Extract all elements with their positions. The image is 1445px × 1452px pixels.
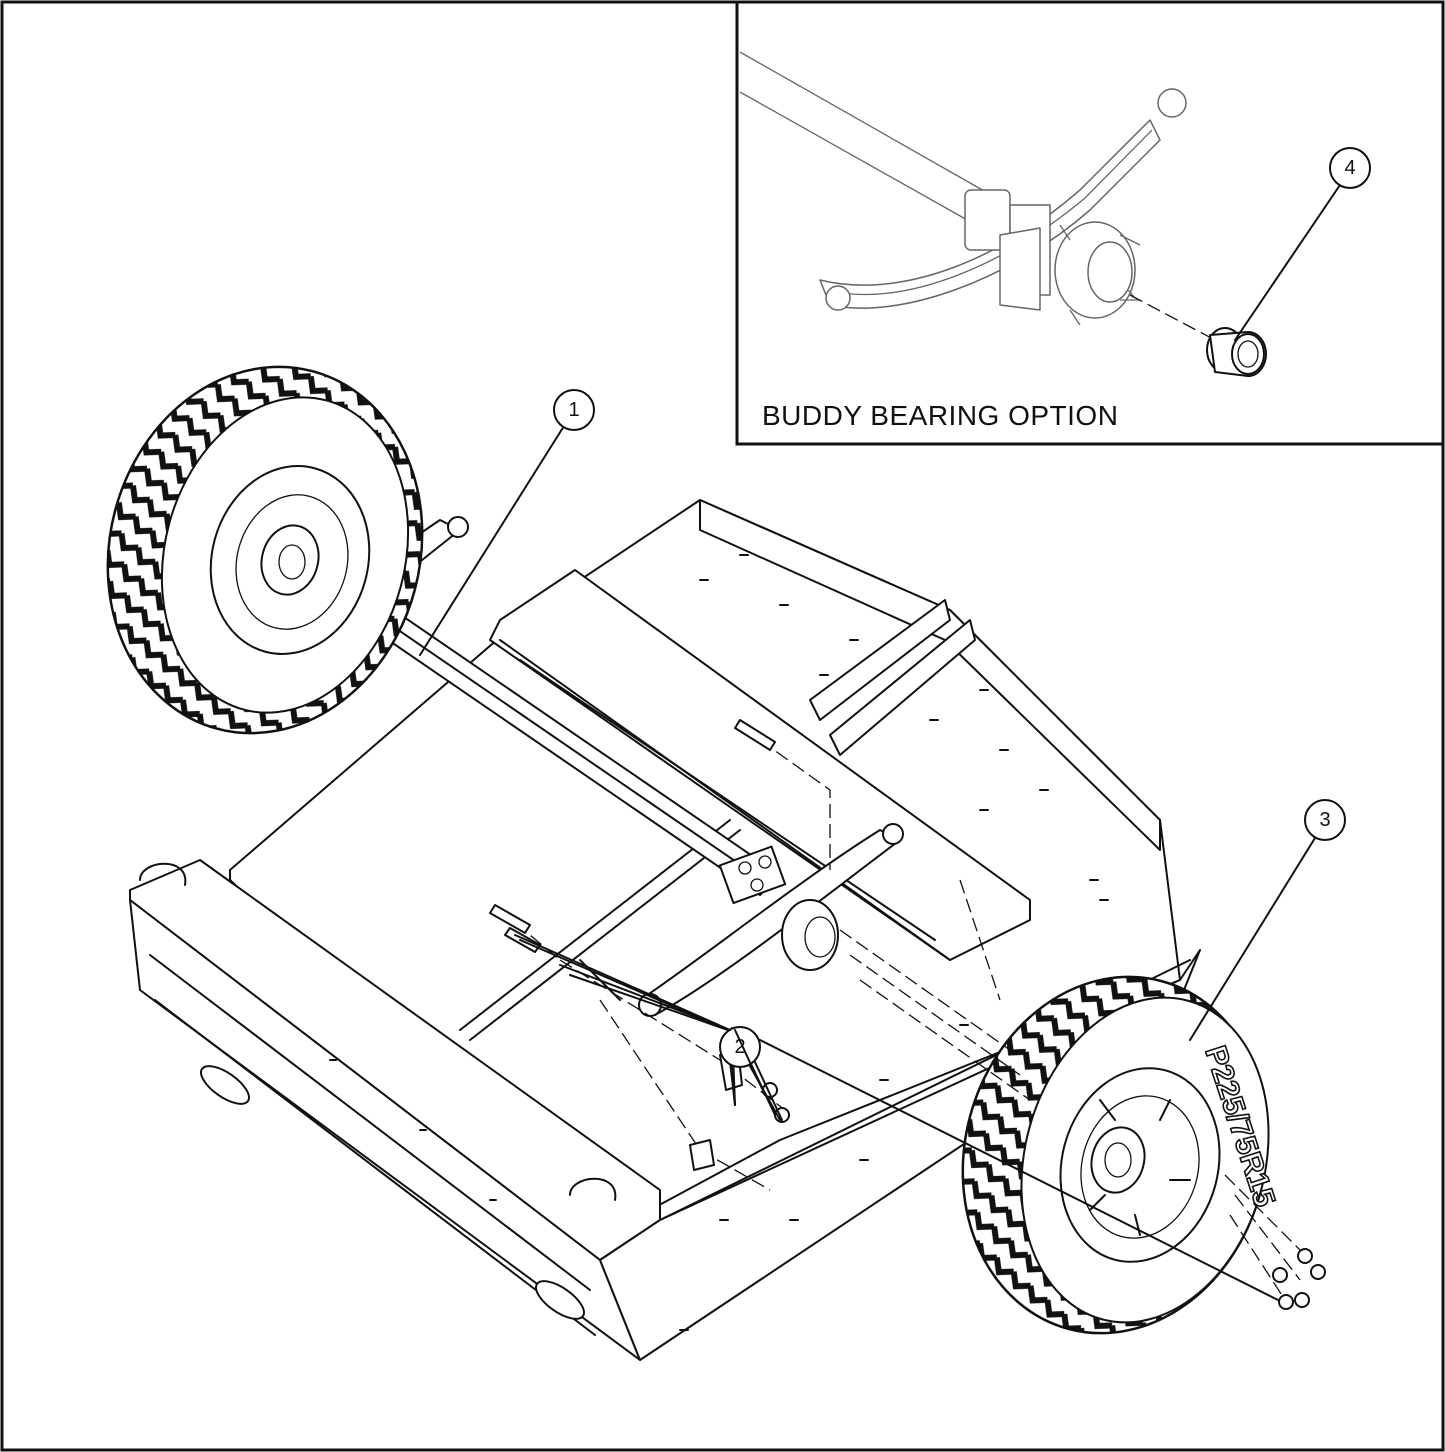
- right-wheel: P225/75R15: [961, 975, 1282, 1335]
- callout-2-number: 2: [734, 1036, 745, 1058]
- callout-3: 3: [1189, 799, 1346, 1041]
- buddy-bearing-part: [1206, 327, 1267, 377]
- inset-title: BUDDY BEARING OPTION: [762, 400, 1118, 431]
- callout-2: 2: [514, 934, 1279, 1301]
- callout-1-number: 1: [568, 399, 579, 421]
- callout-1: 1: [419, 389, 595, 656]
- inset-panel: BUDDY BEARING OPTION: [735, 0, 1445, 446]
- left-wheel: [106, 365, 424, 735]
- callout-3-number: 3: [1319, 809, 1330, 831]
- callout-4-number: 4: [1344, 157, 1355, 179]
- callout-4: 4: [1234, 147, 1371, 341]
